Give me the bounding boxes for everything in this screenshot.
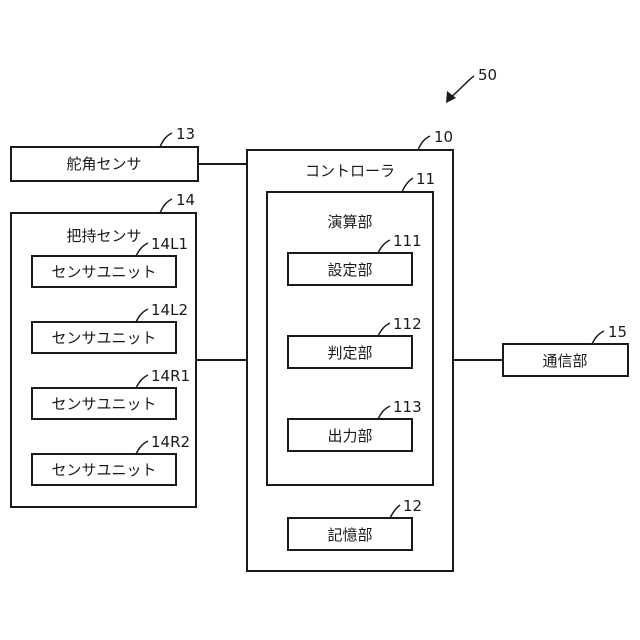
steering-angle-sensor-label: 舵角センサ bbox=[66, 155, 141, 173]
grip-sensor-leader bbox=[160, 199, 172, 213]
sensor-unit-label: センサユニット bbox=[51, 395, 156, 413]
system-ref: 50 bbox=[478, 66, 497, 84]
output-section-label: 出力部 bbox=[327, 427, 372, 445]
communication-section-label: 通信部 bbox=[542, 352, 587, 370]
compute-section: 演算部 11 設定部 111 判定部 112 出力部 113 bbox=[267, 170, 435, 485]
compute-section-label: 演算部 bbox=[327, 213, 372, 231]
sensor-unit-ref: 14L1 bbox=[151, 235, 188, 253]
steering-sensor-leader bbox=[160, 133, 172, 147]
judgment-section-ref: 112 bbox=[393, 315, 422, 333]
sensor-unit-label: センサユニット bbox=[51, 263, 156, 281]
communication-section-leader bbox=[592, 331, 604, 344]
system-ref-arrow-line bbox=[450, 76, 474, 98]
sensor-unit-label: センサユニット bbox=[51, 329, 156, 347]
memory-section-label: 記憶部 bbox=[327, 526, 372, 544]
communication-section: 通信部 15 bbox=[503, 323, 628, 376]
steering-angle-sensor: 舵角センサ 13 bbox=[11, 125, 198, 181]
setting-section-label: 設定部 bbox=[327, 261, 372, 279]
sensor-unit-ref: 14L2 bbox=[151, 301, 188, 319]
controller-ref: 10 bbox=[434, 128, 453, 146]
setting-section-ref: 111 bbox=[393, 232, 422, 250]
judgment-section-label: 判定部 bbox=[327, 344, 372, 362]
controller: コントローラ 10 演算部 11 設定部 111 判定部 112 bbox=[247, 128, 453, 571]
grip-sensor-ref: 14 bbox=[176, 191, 195, 209]
sensor-unit-label: センサユニット bbox=[51, 461, 156, 479]
grip-sensor-label: 把持センサ bbox=[66, 227, 141, 245]
sensor-unit-ref: 14R1 bbox=[151, 367, 190, 385]
controller-leader bbox=[418, 136, 430, 150]
communication-section-ref: 15 bbox=[608, 323, 627, 341]
compute-section-ref: 11 bbox=[416, 170, 435, 188]
sensor-unit-ref: 14R2 bbox=[151, 433, 190, 451]
steering-sensor-ref: 13 bbox=[176, 125, 195, 143]
output-section-ref: 113 bbox=[393, 398, 422, 416]
grip-sensor: 把持センサ 14 センサユニット 14L1 センサユニット 14L2 センサユニ… bbox=[11, 191, 196, 507]
controller-label: コントローラ bbox=[305, 162, 395, 180]
system-ref-arrowhead bbox=[446, 91, 456, 103]
memory-section-ref: 12 bbox=[403, 497, 422, 515]
